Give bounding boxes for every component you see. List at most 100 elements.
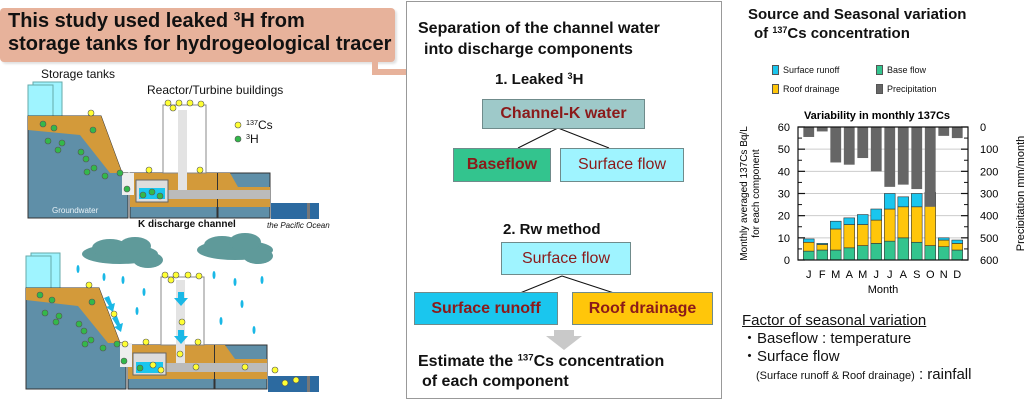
bar-surface-runoff — [843, 217, 855, 225]
surface-flow-box: Surface flow — [560, 148, 684, 182]
bar-roof-drainage — [870, 219, 882, 244]
y-tick-label: 30 — [778, 189, 790, 201]
bar-surface-runoff — [951, 239, 963, 244]
legend-roof-drainage: Roof drainage — [772, 84, 840, 94]
channel-k-box: Channel-K water — [482, 99, 645, 129]
bar-surface-runoff — [816, 243, 828, 245]
tree-lines-1 — [517, 127, 610, 149]
groundwater-label: Groundwater — [52, 206, 99, 215]
bar-surface-runoff — [870, 208, 882, 221]
x-tick-label: M — [858, 269, 867, 281]
y2-tick-label: 0 — [980, 122, 986, 134]
legend-precipitation: Precipitation — [876, 84, 937, 94]
baseflow-box: Baseflow — [453, 148, 551, 182]
bar-precipitation — [897, 127, 909, 185]
factor-section: Factor of seasonal variation ・Baseflow :… — [742, 312, 971, 385]
x-tick-label: J — [874, 269, 880, 281]
surface-runoff-box: Surface runoff — [414, 292, 558, 325]
bar-base-flow — [951, 249, 963, 261]
tree-lines-2 — [519, 275, 615, 294]
chart-title: Variability in monthly 137Cs — [804, 110, 950, 122]
y-tick-label: 20 — [778, 211, 790, 223]
bar-precipitation — [843, 127, 855, 165]
x-axis-label: Month — [868, 284, 899, 296]
bar-roof-drainage — [911, 206, 923, 243]
bar-precipitation — [816, 127, 828, 132]
bar-base-flow — [884, 240, 896, 261]
factor-surface: ・Surface flow — [742, 348, 840, 365]
plot-frame — [797, 126, 969, 261]
bar-surface-runoff — [911, 193, 923, 208]
x-tick-label: N — [940, 269, 948, 281]
x-tick-label: A — [900, 269, 908, 281]
factor-baseflow: ・Baseflow : temperature — [742, 330, 912, 347]
y2-axis-label: Precipitation mm/month — [1015, 136, 1024, 252]
arrow-connector — [372, 56, 378, 72]
storage-tank — [27, 84, 54, 118]
bar-roof-drainage — [884, 208, 896, 242]
bar-roof-drainage — [830, 228, 842, 251]
down-arrow-icon — [546, 330, 582, 350]
bar-precipitation — [924, 127, 936, 207]
bar-precipitation — [951, 127, 963, 139]
y-tick-label: 60 — [778, 122, 790, 134]
bar-surface-runoff — [803, 238, 815, 243]
ocean-label: the Pacific Ocean — [267, 221, 330, 230]
bar-base-flow — [870, 243, 882, 261]
y-tick-label: 40 — [778, 166, 790, 178]
bar-base-flow — [803, 250, 815, 261]
bar-precipitation — [870, 127, 882, 172]
method-title: Separation of the channel water into dis… — [418, 20, 660, 58]
bar-base-flow — [843, 247, 855, 261]
bar-base-flow — [816, 249, 828, 261]
cs-variability-chart: Variability in monthly 137Cs 0 10 20 30 40 50… — [739, 110, 1024, 296]
y2-tick-label: 500 — [980, 233, 998, 245]
buildings-label: Reactor/Turbine buildings — [147, 83, 284, 97]
legend-h: 3H — [246, 132, 259, 146]
y-tick-label: 10 — [778, 233, 790, 245]
cloud-icon — [197, 233, 273, 264]
x-tick-label: F — [819, 269, 826, 281]
bar-base-flow — [830, 249, 842, 261]
x-tick-label: M — [831, 269, 840, 281]
y2-tick-label: 100 — [980, 144, 998, 156]
flow-arrow-icon — [174, 292, 188, 306]
bar-surface-runoff — [857, 214, 869, 225]
bar-roof-drainage — [803, 241, 815, 252]
legend-base-flow: Base flow — [876, 65, 926, 75]
legend-surface-runoff: Surface runoff — [772, 65, 839, 75]
roof-drainage-box: Roof drainage — [572, 292, 713, 325]
conclusion-text: Estimate the 137Cs concentration of each… — [418, 352, 665, 390]
rain-drops — [76, 265, 264, 334]
site-diagram-dry — [27, 81, 319, 219]
bar-roof-drainage — [857, 224, 869, 246]
y2-tick-label: 600 — [980, 255, 998, 267]
bar-roof-drainage — [951, 243, 963, 251]
bar-roof-drainage — [816, 244, 828, 251]
bar-surface-runoff — [897, 196, 909, 208]
site-diagram-rain — [25, 233, 319, 392]
step1-heading: 1. Leaked 3H — [495, 71, 584, 88]
legend-cs: 137Cs — [246, 118, 273, 132]
bar-base-flow — [857, 245, 869, 261]
ocean — [271, 203, 319, 219]
bar-surface-runoff — [884, 193, 896, 210]
bar-roof-drainage — [843, 224, 855, 249]
bar-surface-runoff — [830, 220, 842, 230]
flow-arrow-icon — [104, 296, 115, 312]
bar-roof-drainage — [897, 206, 909, 239]
x-tick-label: O — [926, 269, 935, 281]
bar-base-flow — [897, 237, 909, 261]
bar-precipitation — [938, 127, 950, 136]
x-tick-label: D — [953, 269, 961, 281]
y-axis-label-line2: for each component — [751, 149, 762, 238]
bar-precipitation — [911, 127, 923, 190]
step2-heading: 2. Rw method — [503, 221, 601, 238]
storage-tanks-label: Storage tanks — [41, 67, 116, 81]
x-tick-label: J — [806, 269, 812, 281]
channel-label: K discharge channel — [138, 219, 236, 230]
factor-heading: Factor of seasonal variation — [742, 312, 927, 329]
bar-roof-drainage — [938, 239, 950, 248]
bar-roof-drainage — [924, 205, 936, 246]
bar-precipitation — [803, 127, 815, 137]
